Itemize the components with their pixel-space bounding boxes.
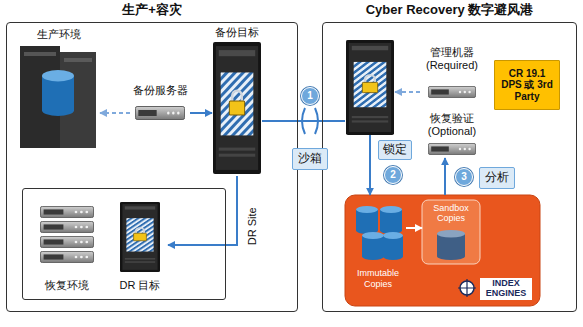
- storage-tower: [120, 202, 160, 272]
- device: 备份目标: [212, 26, 262, 176]
- connector: [369, 135, 371, 195]
- step-label: 锁定: [378, 140, 412, 160]
- rack-panel: [64, 58, 92, 62]
- device-label: 备份目标: [215, 26, 259, 39]
- product-box: CR 19.1 DPS 或 3rd Party: [494, 60, 560, 110]
- server-icon: [40, 206, 93, 217]
- database-cylinder: [383, 232, 403, 260]
- rack-panel: [24, 52, 56, 56]
- device: 管理机器 (Required): [420, 46, 484, 104]
- copy-group: Immutable Copies: [350, 200, 406, 292]
- storage-tower: [213, 42, 261, 174]
- region-panel: 生产+容灾生产环境备份服务器备份目标DR Site恢复环境DR 目标: [6, 22, 298, 312]
- device-label: 管理机器 (Required): [420, 46, 484, 71]
- connector: [406, 227, 422, 229]
- connector: [168, 176, 237, 245]
- device: DR 目标: [112, 196, 168, 292]
- server-icon: [40, 251, 93, 262]
- device: 恢复验证 (Optional): [420, 112, 484, 158]
- device: 恢复环境: [34, 200, 100, 292]
- device-label: 备份服务器: [133, 84, 188, 97]
- vault-box: INDEX ENGINES Immutable Copies Sandbox Cop…: [345, 195, 540, 306]
- server-icon: [135, 107, 184, 120]
- storage-tower: [346, 40, 394, 135]
- server-icon: [40, 221, 93, 232]
- recovery-servers: [40, 206, 93, 262]
- database-cylinder: [362, 232, 384, 260]
- step-label: 分析: [485, 171, 509, 185]
- device-label: 恢复验证 (Optional): [420, 112, 484, 137]
- immutable-cylinders: [356, 206, 403, 260]
- region-title: Cyber Recovery 数字避风港: [366, 3, 534, 18]
- callout-number: 2: [384, 166, 402, 184]
- callout-number: 1: [301, 87, 319, 105]
- step-label: 沙箱: [292, 148, 328, 170]
- step-label: 沙箱: [298, 152, 322, 166]
- site-title: DR Site: [246, 207, 259, 245]
- database-cylinder: [380, 206, 402, 234]
- device-label: 生产环境: [37, 28, 81, 41]
- crosshair-lines: [458, 279, 476, 297]
- sandbox-panel: [422, 200, 480, 264]
- step-label: 分析: [479, 167, 515, 189]
- logo-crosshair: [458, 279, 476, 297]
- database-cylinder: [356, 206, 378, 234]
- server-icon: [428, 86, 475, 97]
- copy-group: Sandbox Copies: [422, 200, 480, 264]
- server-icon: [428, 143, 475, 154]
- connector: [262, 120, 345, 122]
- connector: [395, 91, 420, 93]
- connector: [100, 112, 130, 114]
- copy-label: Sandbox Copies: [422, 203, 480, 224]
- copy-label: Immutable Copies: [350, 268, 406, 289]
- callout-number: 2: [390, 169, 396, 181]
- callout-number: 1: [307, 90, 313, 102]
- region-title: 生产+容灾: [122, 3, 182, 18]
- logo-text: INDEX ENGINES: [480, 278, 532, 300]
- device: 生产环境: [18, 28, 100, 152]
- device: 备份服务器: [130, 84, 190, 128]
- callout-number: 3: [461, 171, 467, 183]
- region-panel: Cyber Recovery 数字避风港管理机器 (Required)CR 19…: [322, 22, 577, 312]
- vault-panel: [345, 195, 540, 306]
- database-cylinder: [437, 230, 465, 260]
- device-label: DR 目标: [120, 279, 161, 292]
- storage-device: [345, 40, 395, 135]
- step-label: 锁定: [383, 143, 407, 157]
- connector: [444, 158, 446, 195]
- device-label: 恢复环境: [45, 279, 89, 292]
- connector: [190, 112, 212, 114]
- server-icon: [40, 236, 93, 247]
- product-label: CR 19.1 DPS 或 3rd Party: [498, 68, 556, 103]
- site-box: DR Site恢复环境DR 目标: [22, 188, 226, 300]
- database-cylinder: [42, 70, 74, 116]
- callout-number: 3: [455, 168, 473, 186]
- production-illustration: [20, 46, 96, 148]
